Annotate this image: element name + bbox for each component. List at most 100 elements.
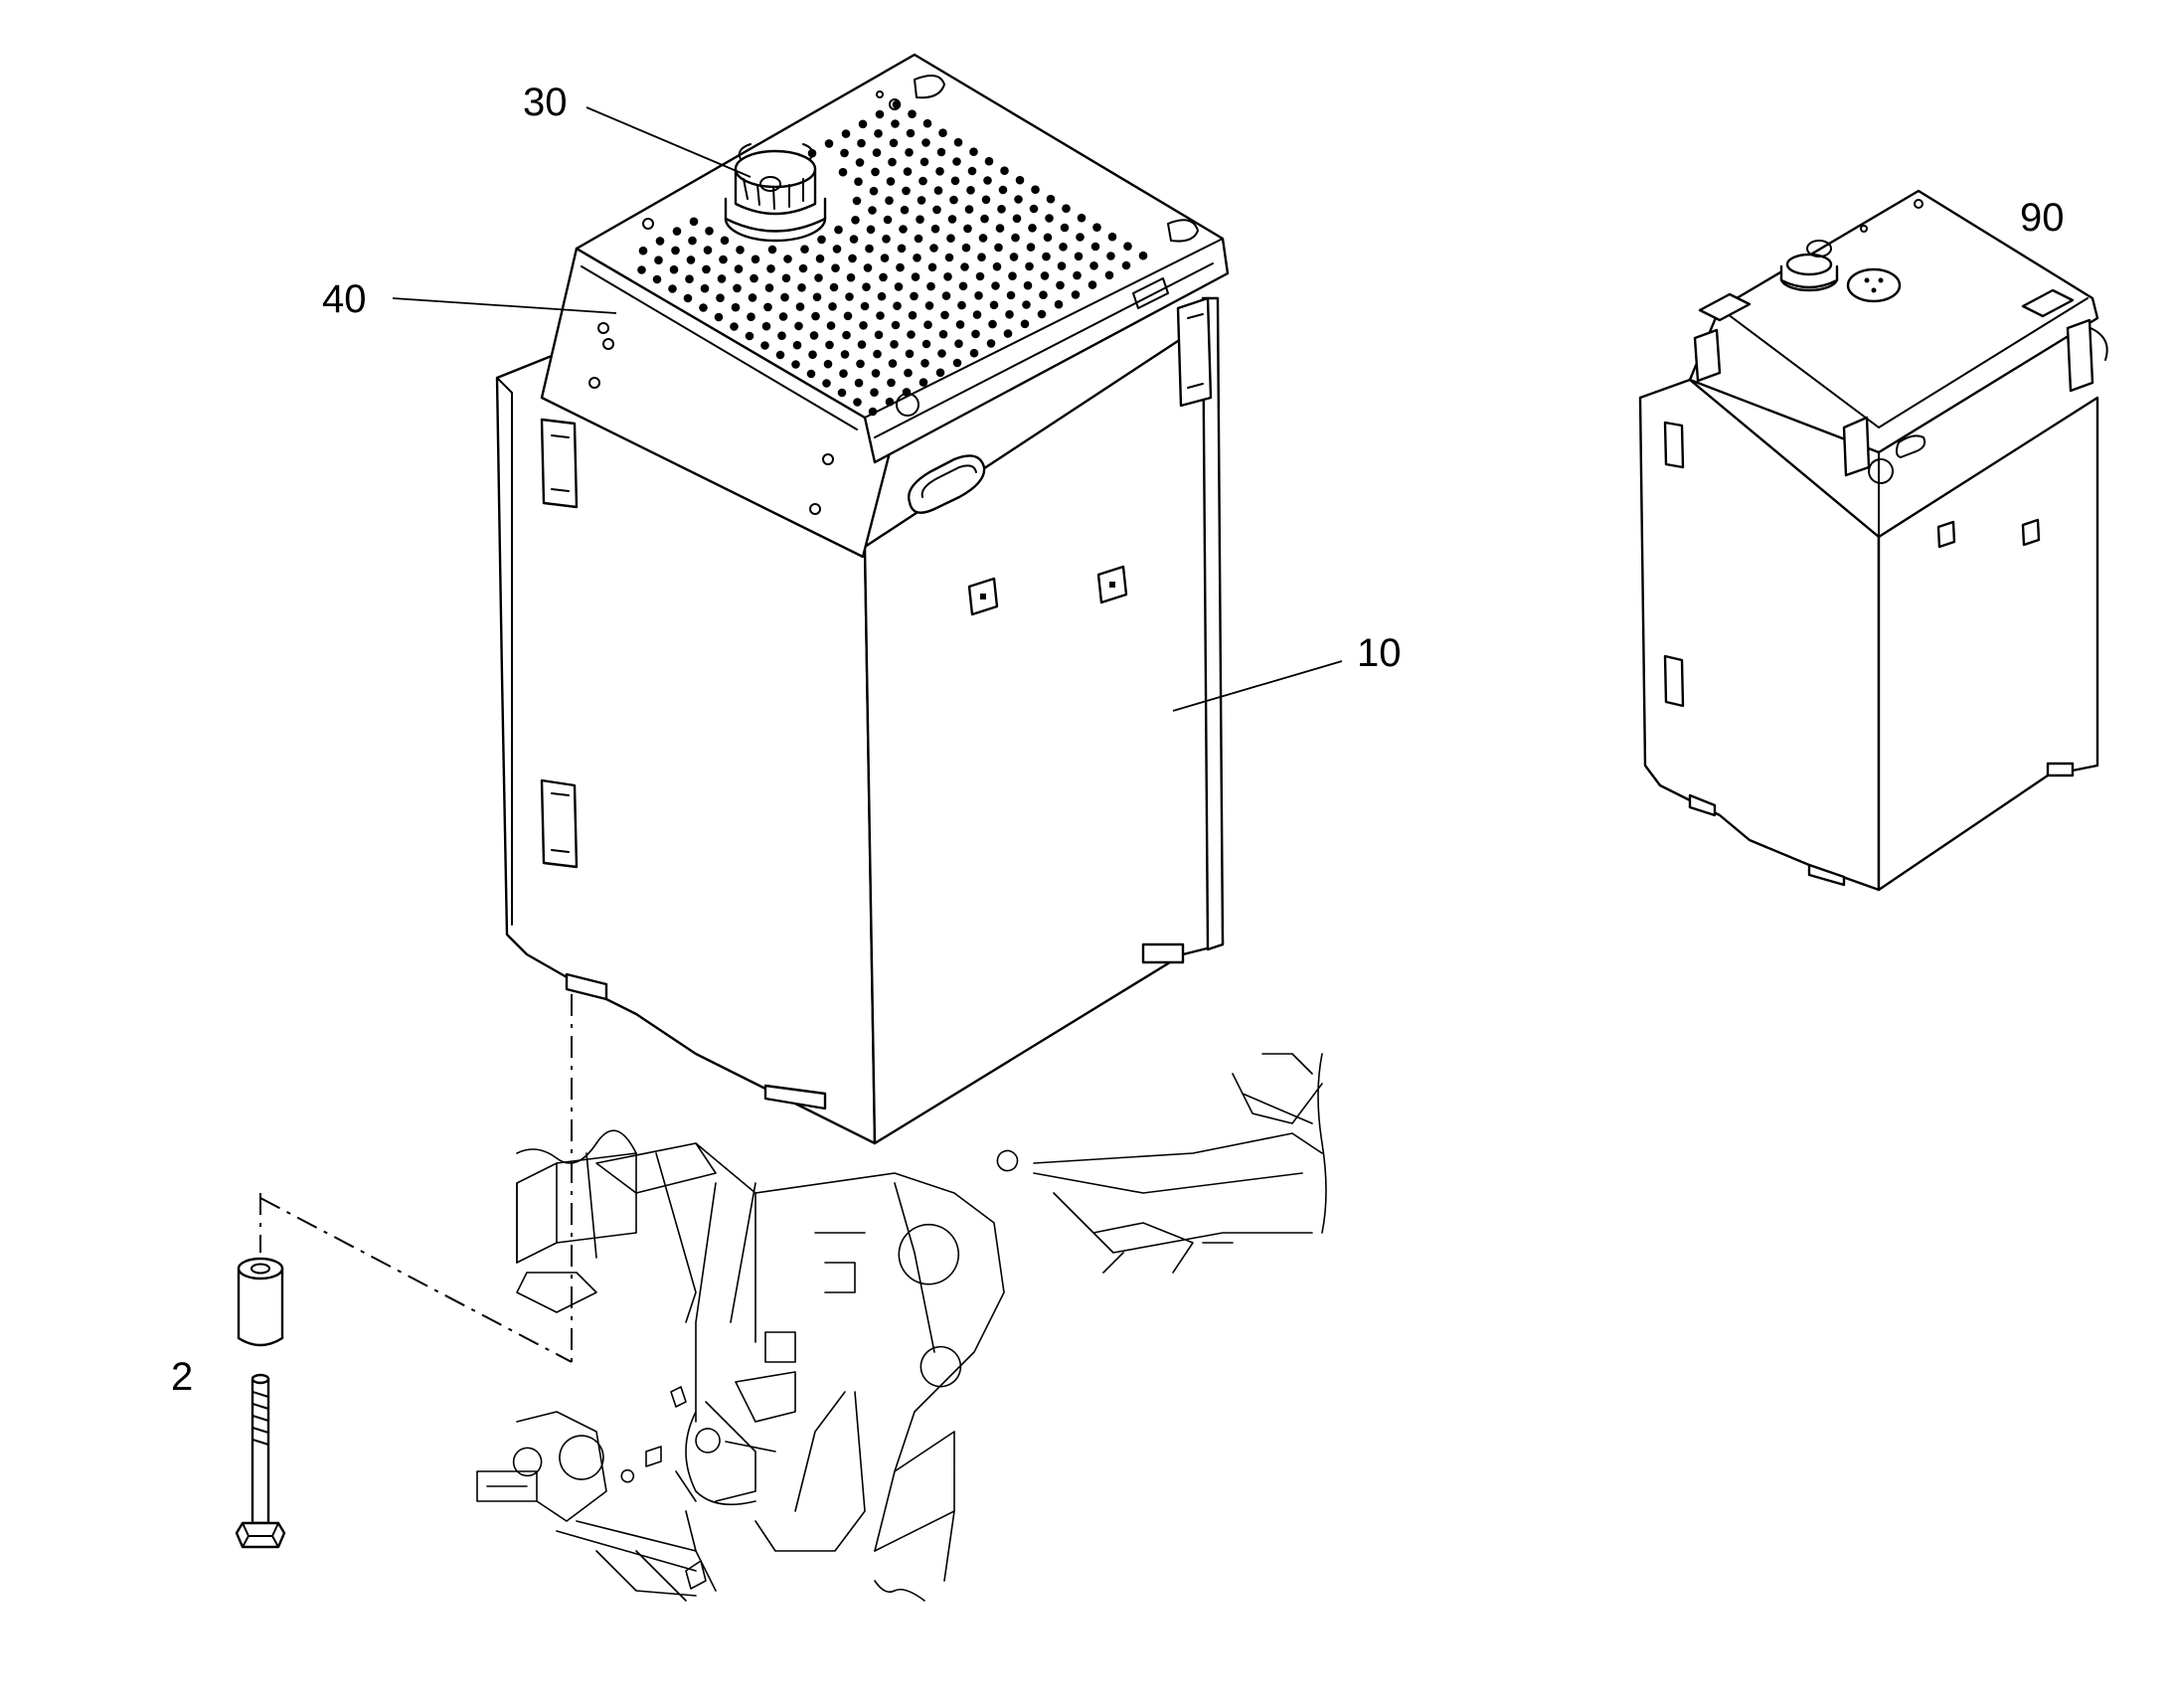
perforation-hole — [685, 274, 694, 284]
perforation-hole — [775, 350, 785, 360]
perforation-hole — [930, 224, 940, 234]
perforation-hole — [883, 215, 893, 225]
perforation-hole — [809, 331, 819, 340]
perforation-hole — [699, 303, 708, 312]
perforation-hole — [927, 262, 937, 272]
mounting-bolt — [235, 1373, 286, 1549]
perforation-hole — [1025, 261, 1034, 271]
perforation-hole — [1043, 233, 1053, 243]
perforation-hole — [969, 348, 979, 358]
perforation-hole — [954, 339, 963, 349]
perforation-hole — [1090, 242, 1100, 252]
perforation-hole — [866, 225, 876, 235]
perforation-hole — [826, 321, 836, 330]
perforation-hole — [952, 157, 961, 166]
perforation-hole — [971, 329, 980, 339]
perforation-hole — [750, 273, 758, 283]
perforation-hole — [1037, 309, 1047, 319]
perforation-hole — [1104, 270, 1114, 280]
perforation-hole — [868, 206, 877, 215]
perforation-hole — [952, 358, 962, 368]
perforation-hole — [856, 359, 865, 369]
perforation-hole — [716, 293, 725, 303]
perforation-hole — [811, 311, 820, 321]
filler-cap — [724, 143, 827, 243]
perforation-hole — [798, 263, 808, 273]
perforation-hole — [1062, 204, 1071, 213]
perforation-hole — [870, 388, 879, 398]
perforation-hole — [877, 291, 887, 301]
perforation-hole — [992, 261, 1002, 271]
perforation-hole — [953, 137, 963, 147]
perforation-hole — [938, 329, 948, 339]
perforation-hole — [963, 224, 972, 234]
machine-frame — [476, 1053, 1327, 1602]
perforation-hole — [986, 339, 996, 348]
perforation-hole — [908, 109, 917, 118]
perforation-hole — [688, 236, 697, 246]
perforation-hole — [904, 368, 913, 378]
perforation-hole — [1005, 310, 1014, 319]
perforation-hole — [905, 349, 915, 359]
perforation-hole — [825, 340, 834, 350]
perforation-hole — [880, 254, 890, 262]
perforation-hole — [689, 217, 699, 227]
perforation-hole — [1022, 300, 1031, 309]
perforation-hole — [777, 331, 786, 341]
perforation-hole — [922, 118, 932, 128]
perforation-hole — [1039, 290, 1048, 300]
perforation-hole — [829, 282, 839, 292]
perforation-hole — [896, 262, 905, 272]
perforation-hole — [736, 246, 745, 255]
perforation-hole — [874, 129, 883, 138]
perforation-hole — [908, 310, 918, 320]
perforation-hole — [654, 256, 663, 265]
perforation-hole — [995, 224, 1005, 233]
perforation-hole — [853, 398, 862, 407]
perforation-hole — [760, 341, 769, 350]
perforation-hole — [863, 263, 873, 272]
perforation-hole — [892, 99, 902, 109]
perforation-hole — [924, 301, 934, 310]
perforation-hole — [997, 205, 1006, 214]
perforation-hole — [891, 119, 900, 128]
perforation-hole — [778, 312, 788, 321]
perforation-hole — [964, 205, 974, 214]
perforation-hole — [849, 235, 859, 244]
perforation-hole — [1023, 280, 1033, 290]
perforation-hole — [751, 255, 760, 264]
perforation-hole — [831, 263, 840, 273]
perforation-hole — [1008, 271, 1017, 281]
perforation-hole — [1106, 252, 1115, 260]
perforation-hole — [889, 138, 899, 148]
perforation-hole — [888, 359, 898, 368]
perforation-hole — [848, 254, 857, 263]
perforation-hole — [720, 236, 730, 246]
perforation-hole — [890, 340, 899, 349]
perforation-hole — [839, 369, 848, 379]
perforation-hole — [705, 227, 714, 236]
perforation-hole — [914, 234, 923, 244]
perforation-hole — [977, 253, 986, 261]
perforation-hole — [1123, 242, 1132, 251]
perforation-hole — [761, 321, 771, 331]
perforation-hole — [840, 148, 849, 158]
perforation-hole — [926, 281, 935, 291]
perforation-hole — [862, 282, 871, 292]
perforation-hole — [902, 186, 911, 196]
perforation-hole — [984, 156, 994, 166]
perforation-hole — [1006, 290, 1016, 300]
perforation-hole — [806, 369, 816, 379]
perforation-hole — [988, 319, 997, 329]
perforation-hole — [1138, 251, 1148, 260]
perforation-hole — [902, 388, 912, 397]
perforation-hole — [899, 225, 908, 234]
perforation-hole — [717, 274, 727, 283]
perforation-hole — [873, 349, 882, 359]
perforation-hole — [860, 301, 870, 311]
perforation-hole — [832, 245, 842, 254]
perforation-hole — [1015, 175, 1025, 185]
perforation-hole — [852, 196, 862, 206]
perforation-hole — [1092, 223, 1101, 232]
perforation-hole — [957, 300, 966, 310]
